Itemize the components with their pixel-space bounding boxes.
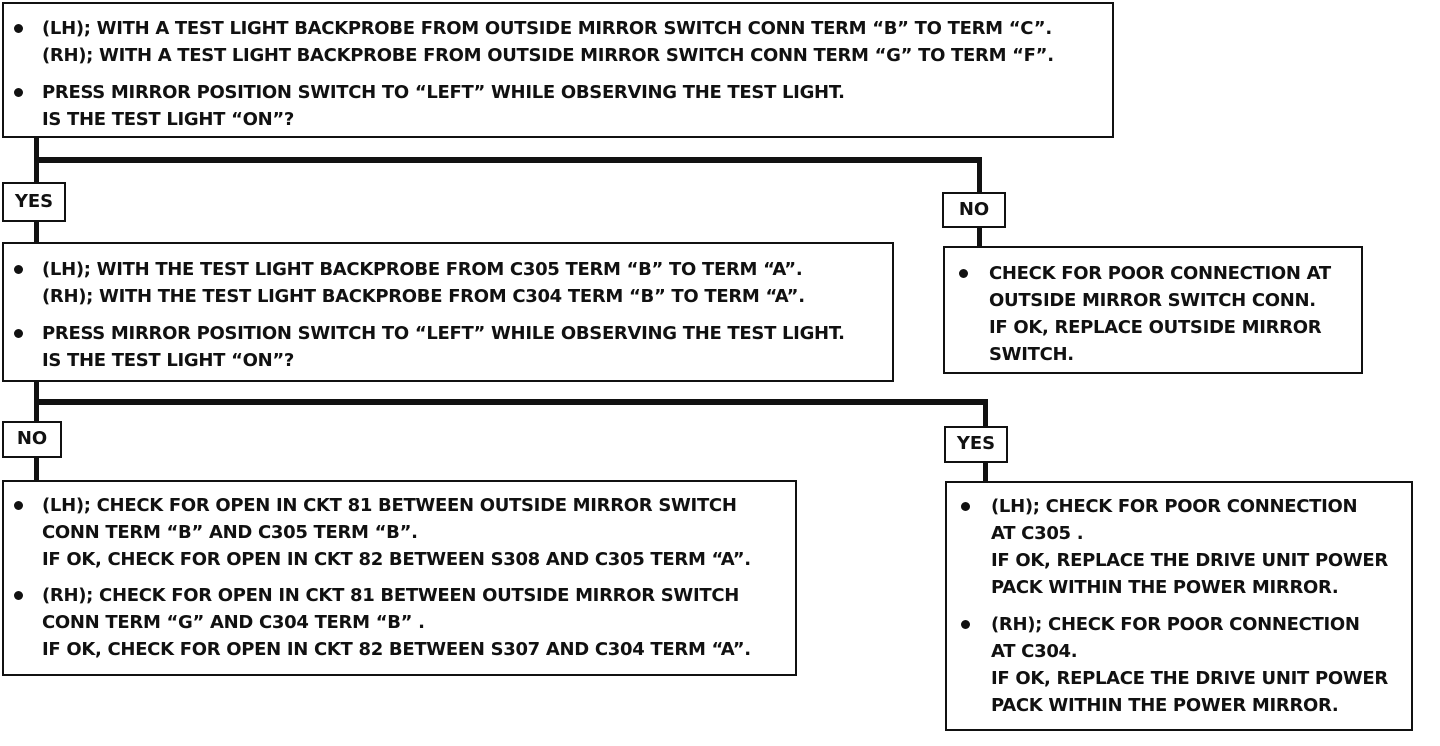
text-line: CONN TERM “B” AND C305 TERM “B”. <box>42 522 418 543</box>
bullet-icon <box>961 620 970 629</box>
label-yes-2: YES <box>944 426 1008 463</box>
text-line: AT C305 . <box>991 523 1084 544</box>
connector-no2-down <box>34 458 39 480</box>
bullet-icon <box>14 24 23 33</box>
text-line: IS THE TEST LIGHT “ON”? <box>42 350 295 371</box>
text-line: CONN TERM “G” AND C304 TERM “B” . <box>42 612 425 633</box>
text-line: (LH); CHECK FOR OPEN IN CKT 81 BETWEEN O… <box>42 495 737 516</box>
bullet-icon <box>961 502 970 511</box>
text-line: (RH); WITH THE TEST LIGHT BACKPROBE FROM… <box>42 286 805 307</box>
step-2-item-2: PRESS MIRROR POSITION SWITCH TO “LEFT” W… <box>4 320 892 374</box>
label-no-1: NO <box>942 192 1006 228</box>
text-line: OUTSIDE MIRROR SWITCH CONN. <box>989 290 1316 311</box>
text-line: (RH); CHECK FOR OPEN IN CKT 81 BETWEEN O… <box>42 585 739 606</box>
connector-branch2-horizontal <box>34 399 988 405</box>
text-line: IF OK, REPLACE THE DRIVE UNIT POWER <box>991 550 1388 571</box>
connector-yes1-down <box>34 222 39 242</box>
step-2-item-1: (LH); WITH THE TEST LIGHT BACKPROBE FROM… <box>4 256 892 310</box>
text-line: IF OK, REPLACE THE DRIVE UNIT POWER <box>991 668 1388 689</box>
step-1-item-2: PRESS MIRROR POSITION SWITCH TO “LEFT” W… <box>4 79 1112 133</box>
connector-branch1-horizontal <box>34 157 982 163</box>
text-line: PACK WITHIN THE POWER MIRROR. <box>991 577 1339 598</box>
connector-no1-down <box>977 228 982 246</box>
result-3-item-1: (LH); CHECK FOR POOR CONNECTION AT C305 … <box>947 493 1411 601</box>
text-line: (RH); WITH A TEST LIGHT BACKPROBE FROM O… <box>42 45 1054 66</box>
step-box-2: (LH); WITH THE TEST LIGHT BACKPROBE FROM… <box>2 242 894 382</box>
bullet-icon <box>14 88 23 97</box>
text-line: IF OK, REPLACE OUTSIDE MIRROR <box>989 317 1322 338</box>
result-2-item-1: (LH); CHECK FOR OPEN IN CKT 81 BETWEEN O… <box>4 492 795 573</box>
text-line: PRESS MIRROR POSITION SWITCH TO “LEFT” W… <box>42 82 845 103</box>
text-line: IF OK, CHECK FOR OPEN IN CKT 82 BETWEEN … <box>42 549 751 570</box>
bullet-icon <box>959 269 968 278</box>
text-line: PACK WITHIN THE POWER MIRROR. <box>991 695 1339 716</box>
result-box-yes-2: (LH); CHECK FOR POOR CONNECTION AT C305 … <box>945 481 1413 731</box>
result-3-item-2: (RH); CHECK FOR POOR CONNECTION AT C304.… <box>947 611 1411 719</box>
connector-branch1-no-down <box>977 157 982 193</box>
result-box-no-1: CHECK FOR POOR CONNECTION AT OUTSIDE MIR… <box>943 246 1363 374</box>
text-line: AT C304. <box>991 641 1078 662</box>
text-line: IF OK, CHECK FOR OPEN IN CKT 82 BETWEEN … <box>42 639 751 660</box>
result-2-item-2: (RH); CHECK FOR OPEN IN CKT 81 BETWEEN O… <box>4 582 795 663</box>
text-line: SWITCH. <box>989 344 1074 365</box>
step-box-1: (LH); WITH A TEST LIGHT BACKPROBE FROM O… <box>2 2 1114 138</box>
step-1-item-1: (LH); WITH A TEST LIGHT BACKPROBE FROM O… <box>4 15 1112 69</box>
label-yes-1: YES <box>2 182 66 222</box>
text-line: (LH); WITH A TEST LIGHT BACKPROBE FROM O… <box>42 18 1052 39</box>
bullet-icon <box>14 329 23 338</box>
text-line: IS THE TEST LIGHT “ON”? <box>42 109 295 130</box>
bullet-icon <box>14 501 23 510</box>
text-line: (LH); WITH THE TEST LIGHT BACKPROBE FROM… <box>42 259 803 280</box>
bullet-icon <box>14 591 23 600</box>
text-line: PRESS MIRROR POSITION SWITCH TO “LEFT” W… <box>42 323 845 344</box>
result-box-no-2: (LH); CHECK FOR OPEN IN CKT 81 BETWEEN O… <box>2 480 797 676</box>
bullet-icon <box>14 265 23 274</box>
text-line: CHECK FOR POOR CONNECTION AT <box>989 263 1331 284</box>
text-line: (RH); CHECK FOR POOR CONNECTION <box>991 614 1360 635</box>
connector-yes2-down <box>983 463 988 481</box>
connector-branch2-yes-down <box>983 399 988 427</box>
text-line: (LH); CHECK FOR POOR CONNECTION <box>991 496 1358 517</box>
label-no-2: NO <box>2 421 62 458</box>
result-1-item-1: CHECK FOR POOR CONNECTION AT OUTSIDE MIR… <box>945 260 1361 368</box>
